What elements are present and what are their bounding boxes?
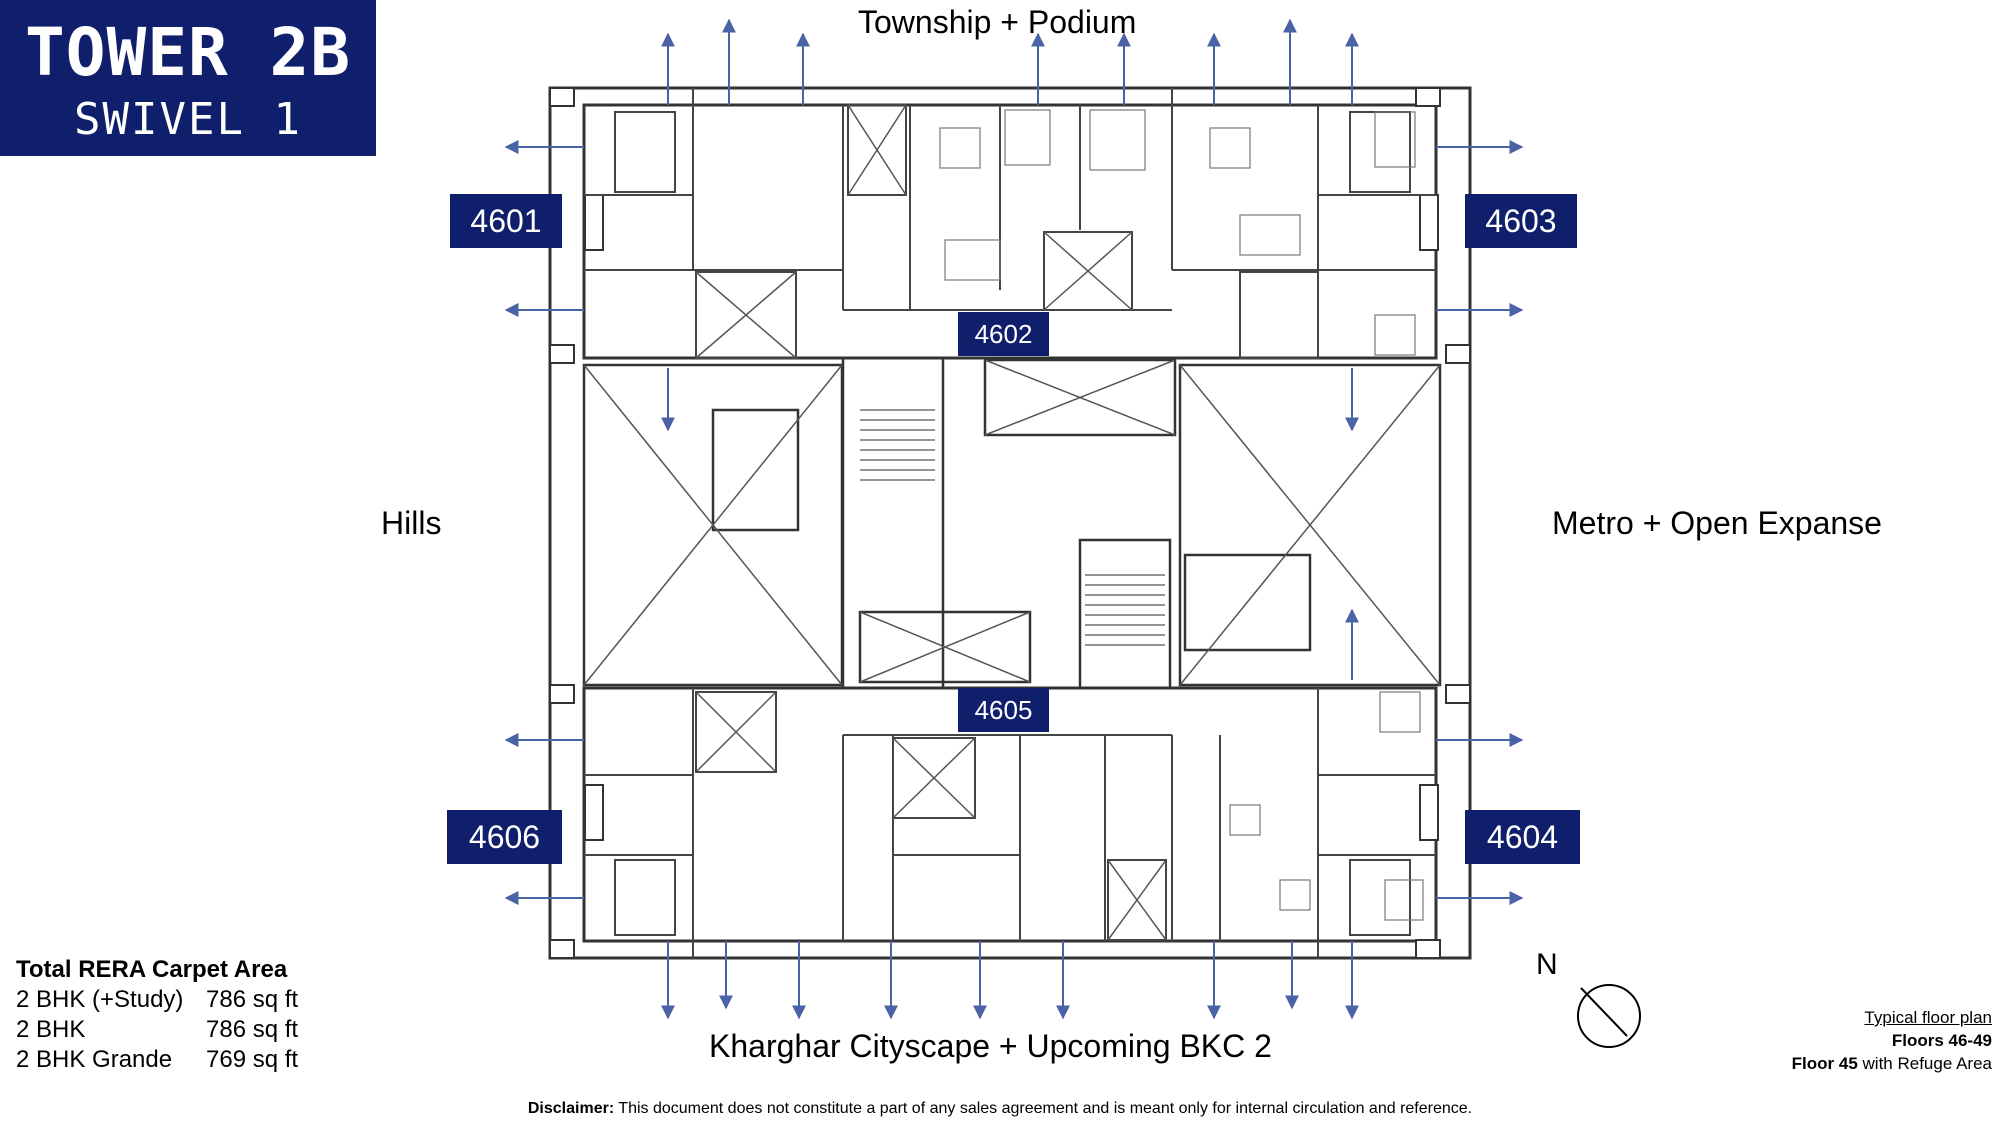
staircase-treads: [860, 409, 1165, 646]
flat-tag-4603: 4603: [1465, 194, 1577, 248]
view-arrows: [504, 18, 1524, 1020]
view-label-bottom: Kharghar Cityscape + Upcoming BKC 2: [709, 1028, 1272, 1064]
building-outline: [548, 86, 1472, 960]
north-label: N: [1536, 948, 1558, 981]
plan-note-line2: Floors 46-49: [1891, 1031, 1992, 1050]
view-label-right: Metro + Open Expanse: [1552, 505, 1882, 541]
flat-tag-4605: 4605: [958, 688, 1049, 732]
plan-note-line1: Typical floor plan: [1864, 1008, 1992, 1027]
tower-title: TOWER 2B: [25, 14, 351, 91]
plan-note-floor: Floor 45: [1791, 1054, 1858, 1073]
flat-tag-4602: 4602: [958, 312, 1049, 356]
carpet-area-row: 2 BHK (+Study) 786 sq ft: [16, 985, 298, 1015]
carpet-area-summary: Total RERA Carpet Area 2 BHK (+Study) 78…: [16, 955, 298, 1075]
unit-type: 2 BHK (+Study): [16, 986, 184, 1013]
bottom-wing-walls: [584, 688, 1436, 958]
structural-columns: [549, 87, 1471, 959]
unit-type: 2 BHK: [16, 1016, 86, 1043]
unit-type: 2 BHK Grande: [16, 1046, 173, 1073]
tower-title-box: TOWER 2B SWIVEL 1: [0, 0, 376, 156]
swivel-subtitle: SWIVEL 1: [74, 94, 302, 145]
core-crosses: [583, 359, 1441, 686]
north-compass-icon: [1577, 984, 1641, 1048]
core-walls: [582, 356, 1442, 690]
unit-size: 769 sq ft: [206, 1046, 299, 1073]
unit-size: 786 sq ft: [206, 986, 299, 1013]
disclaimer: Disclaimer: This document does not const…: [0, 1100, 2000, 1118]
flat-tag-4604: 4604: [1465, 810, 1580, 864]
furniture-outlines: [939, 109, 1424, 921]
flat-tag-4606: 4606: [447, 810, 562, 864]
disclaimer-label: Disclaimer:: [527, 1100, 615, 1117]
floor-plan-note: Typical floor plan Floors 46-49 Floor 45…: [1792, 1006, 1992, 1075]
carpet-area-row: 2 BHK 786 sq ft: [16, 1015, 298, 1045]
top-wing-walls: [584, 88, 1436, 359]
plan-note-refuge: with Refuge Area: [1857, 1054, 1992, 1073]
shaft-crosses-bottom: [695, 691, 1167, 941]
view-label-top: Township + Podium: [858, 4, 1137, 40]
unit-size: 786 sq ft: [206, 1016, 299, 1043]
view-label-left: Hills: [381, 505, 442, 541]
carpet-area-row: 2 BHK Grande 769 sq ft: [16, 1045, 298, 1075]
shaft-crosses-top: [695, 104, 1133, 359]
disclaimer-text: This document does not constitute a part…: [614, 1100, 1473, 1117]
flat-tag-4601: 4601: [450, 194, 562, 248]
carpet-area-heading: Total RERA Carpet Area: [16, 956, 288, 983]
